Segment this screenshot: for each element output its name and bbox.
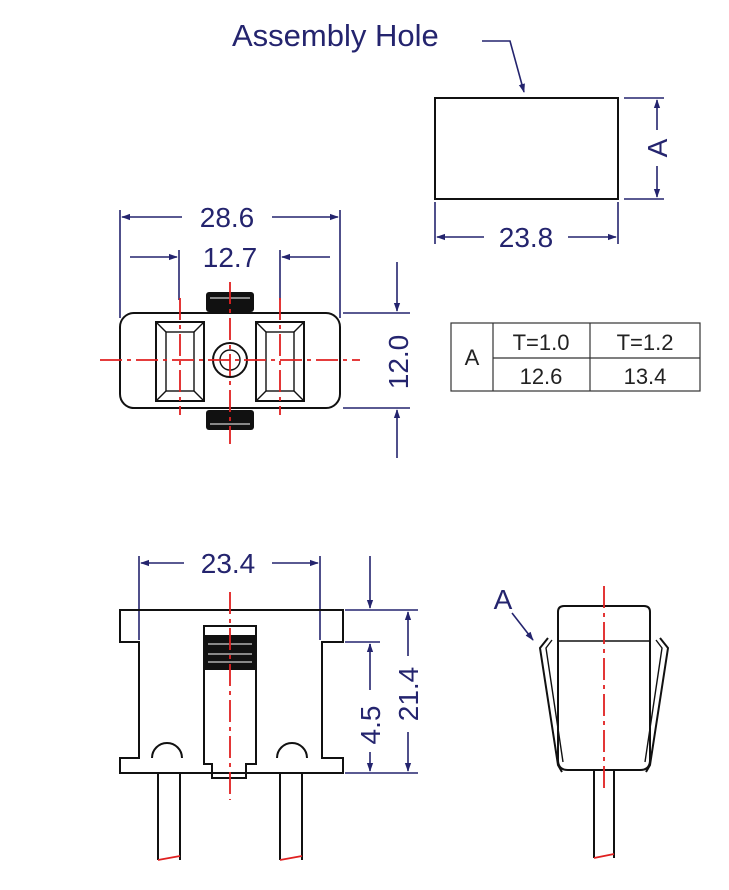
top-pitch-label: 12.7	[203, 242, 258, 273]
front-bump-left	[151, 742, 183, 759]
hole-height-label: A	[642, 138, 673, 157]
front-width-label: 23.4	[201, 548, 256, 579]
hole-width-label: 23.8	[499, 222, 554, 253]
table-value-t12: 13.4	[624, 364, 667, 389]
assembly-hole-title: Assembly Hole	[232, 18, 439, 53]
assembly-hole-view: Assembly Hole 23.8 A	[232, 18, 673, 253]
front-view: 23.4 4.5 21.4	[119, 548, 424, 861]
front-clip-slot	[203, 625, 257, 779]
front-pin-right	[279, 773, 303, 860]
side-clip-left-outer	[538, 637, 563, 773]
side-clip-right-outer	[645, 637, 670, 773]
front-pin-left	[157, 773, 181, 860]
top-height-label: 12.0	[383, 335, 414, 390]
thickness-table: A T=1.0 T=1.2 12.6 13.4	[450, 322, 701, 392]
side-callout-label: A	[494, 584, 513, 615]
assembly-hole-leader	[482, 40, 525, 93]
table-column-t12: T=1.2	[617, 330, 674, 355]
front-bump-right	[276, 742, 308, 759]
side-callout-leader	[511, 612, 534, 641]
side-clip-right-inner	[644, 639, 663, 763]
front-height-label: 21.4	[393, 667, 424, 722]
side-pin-cut	[593, 853, 615, 859]
side-pin	[593, 770, 615, 858]
top-width-label: 28.6	[200, 202, 255, 233]
assembly-hole-rect	[434, 97, 619, 200]
front-body-outline	[119, 609, 344, 774]
table-border	[450, 322, 701, 392]
front-pin-left-cut	[157, 855, 181, 861]
front-pin-right-cut	[279, 855, 303, 861]
front-step-label: 4.5	[355, 706, 386, 745]
table-column-t10: T=1.0	[513, 330, 570, 355]
top-view: 28.6 12.7 12.0	[100, 202, 414, 458]
table-row-header: A	[465, 345, 480, 370]
side-view: A	[494, 584, 670, 859]
table-value-t10: 12.6	[520, 364, 563, 389]
side-clip-left-inner	[545, 639, 564, 763]
